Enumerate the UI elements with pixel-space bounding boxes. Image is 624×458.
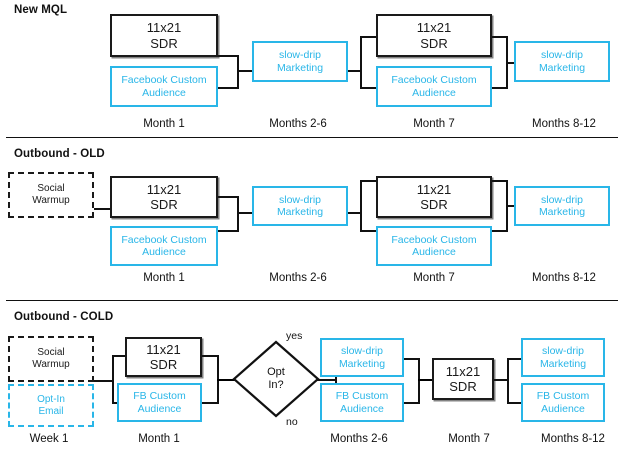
section-heading-outbound-old: Outbound - OLD [14, 148, 105, 160]
connector [317, 379, 337, 381]
connector [360, 87, 378, 89]
connector [360, 36, 362, 88]
timeline-label: Months 8-12 [541, 433, 605, 445]
node-slow-drip-marketing[interactable]: slow-drip Marketing [252, 41, 348, 82]
node-sdr[interactable]: 11x21 SDR [432, 358, 494, 400]
connector [217, 230, 239, 232]
connector [217, 196, 239, 198]
section-heading-new-mql: New MQL [14, 4, 68, 16]
timeline-label: Month 1 [143, 118, 185, 130]
node-sdr[interactable]: 11x21 SDR [376, 14, 492, 57]
node-social-warmup[interactable]: Social Warmup [8, 172, 94, 218]
timeline-label: Months 2-6 [330, 433, 388, 445]
node-sdr[interactable]: 11x21 SDR [110, 14, 218, 57]
connector [201, 355, 219, 357]
connector [94, 208, 110, 210]
connector [506, 205, 515, 207]
node-fb-custom-audience[interactable]: FB Custom Audience [320, 383, 404, 422]
timeline-label: Week 1 [29, 433, 69, 445]
connector [507, 402, 521, 404]
timeline-label: Months 2-6 [269, 272, 327, 284]
connector [490, 36, 508, 38]
section-heading-outbound-cold: Outbound - COLD [14, 311, 114, 323]
connector [94, 380, 114, 382]
timeline-label: Months 2-6 [269, 118, 327, 130]
connector [360, 180, 362, 232]
timeline-label: Month 7 [413, 118, 455, 130]
timeline-label: Month 1 [143, 272, 185, 284]
connector [217, 355, 219, 402]
connector [360, 36, 378, 38]
connector [404, 358, 420, 360]
node-opt-in-email[interactable]: Opt-In Email [8, 384, 94, 427]
node-sdr[interactable]: 11x21 SDR [110, 176, 218, 218]
connector [507, 358, 521, 360]
node-fb-custom-audience[interactable]: FB Custom Audience [117, 383, 202, 422]
connector [346, 212, 362, 214]
connector [201, 402, 219, 404]
connector [507, 358, 509, 404]
connector [360, 230, 378, 232]
connector [217, 55, 239, 57]
node-social-warmup[interactable]: Social Warmup [8, 336, 94, 382]
connector [418, 379, 432, 382]
timeline-label: Months 8-12 [532, 272, 596, 284]
node-sdr[interactable]: 11x21 SDR [376, 176, 492, 218]
branch-label-no: no [286, 416, 298, 428]
connector [217, 379, 237, 382]
decision-opt-in[interactable]: Opt In? [232, 340, 320, 418]
connector [490, 180, 508, 182]
branch-label-yes: yes [286, 330, 303, 342]
connector [237, 212, 253, 214]
node-slow-drip-marketing[interactable]: slow-drip Marketing [521, 338, 605, 377]
connector [404, 402, 420, 404]
connector [112, 355, 114, 404]
node-facebook-custom-audience[interactable]: Facebook Custom Audience [110, 226, 218, 266]
timeline-label: Month 1 [138, 433, 180, 445]
connector [237, 70, 253, 72]
node-fb-custom-audience[interactable]: FB Custom Audience [521, 383, 605, 422]
connector [490, 230, 508, 232]
connector [217, 87, 239, 89]
connector [490, 87, 508, 89]
connector [360, 180, 378, 182]
timeline-label: Month 7 [448, 433, 490, 445]
section-divider [6, 137, 618, 138]
node-slow-drip-marketing[interactable]: slow-drip Marketing [514, 186, 610, 226]
node-facebook-custom-audience[interactable]: Facebook Custom Audience [110, 66, 218, 107]
connector [506, 62, 515, 64]
connector [112, 355, 126, 357]
node-facebook-custom-audience[interactable]: Facebook Custom Audience [376, 66, 492, 107]
connector [335, 358, 337, 404]
node-slow-drip-marketing[interactable]: slow-drip Marketing [252, 186, 348, 226]
node-facebook-custom-audience[interactable]: Facebook Custom Audience [376, 226, 492, 266]
connector [493, 379, 509, 381]
node-slow-drip-marketing[interactable]: slow-drip Marketing [320, 338, 404, 377]
node-sdr[interactable]: 11x21 SDR [125, 337, 202, 377]
decision-label: Opt In? [267, 366, 285, 391]
section-divider [6, 300, 618, 301]
connector [346, 70, 362, 72]
timeline-label: Month 7 [413, 272, 455, 284]
node-slow-drip-marketing[interactable]: slow-drip Marketing [514, 41, 610, 82]
timeline-label: Months 8-12 [532, 118, 596, 130]
